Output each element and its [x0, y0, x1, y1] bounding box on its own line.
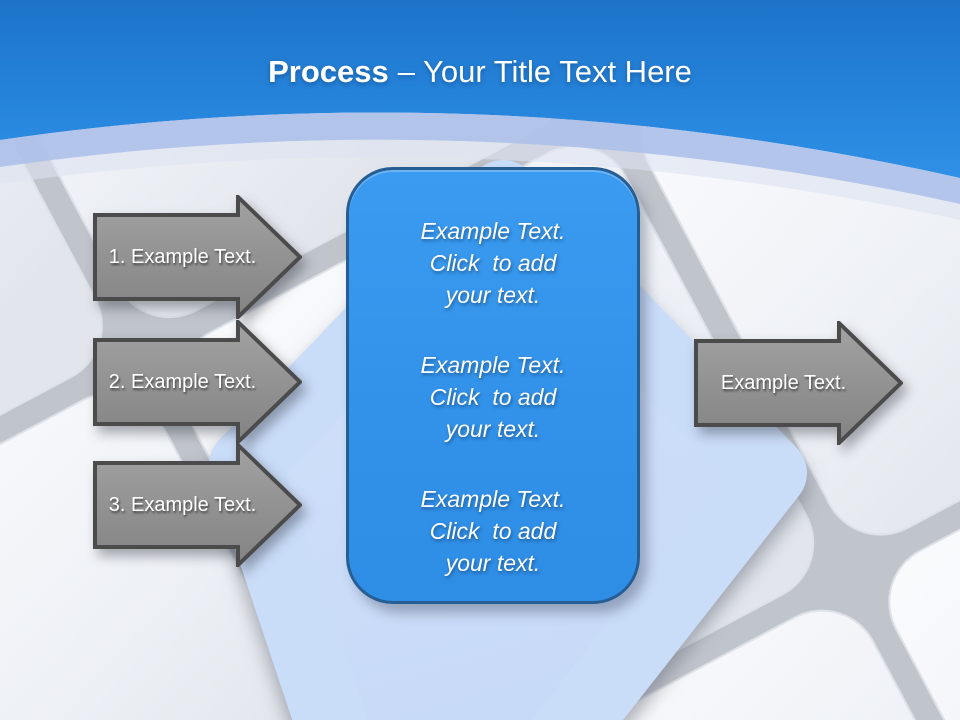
text-line: Example Text.: [420, 485, 566, 512]
step-1-label: 1. Example Text.: [108, 245, 257, 268]
right-arrow-icon: [93, 320, 302, 444]
title-keyword: Process: [268, 54, 389, 89]
right-arrow-icon: [93, 195, 302, 319]
header-swoosh: [0, 0, 960, 178]
step-2-label: 2. Example Text.: [108, 370, 257, 393]
swoosh-band: [0, 112, 960, 204]
text-line: Example Text.: [420, 351, 566, 378]
text-line: your text.: [445, 415, 541, 442]
output-label: Example Text.: [720, 371, 847, 394]
text-line: your text.: [445, 281, 541, 308]
title-subtitle: – Your Title Text Here: [397, 54, 692, 89]
swoosh-band-light: [0, 139, 960, 220]
text-line: Example Text.: [420, 217, 566, 244]
right-arrow-icon: [93, 443, 302, 567]
process-step-1-arrow[interactable]: 1. Example Text.: [93, 195, 302, 319]
text-line: Click to add: [429, 249, 557, 276]
slide-title[interactable]: Process– Your Title Text Here: [0, 53, 960, 91]
center-text-box[interactable]: Example Text. Click to add your text. Ex…: [346, 167, 640, 604]
text-line: Click to add: [429, 517, 557, 544]
example-text-block-2: Example Text. Click to add your text.: [421, 349, 566, 445]
text-line: your text.: [445, 549, 541, 576]
process-output-arrow[interactable]: Example Text.: [694, 321, 903, 445]
right-arrow-icon: [694, 321, 903, 445]
example-text-block-1: Example Text. Click to add your text.: [421, 215, 566, 311]
step-3-label: 3. Example Text.: [108, 493, 257, 516]
text-line: Click to add: [429, 383, 557, 410]
process-step-2-arrow[interactable]: 2. Example Text.: [93, 320, 302, 444]
example-text-block-3: Example Text. Click to add your text.: [421, 483, 566, 579]
process-step-3-arrow[interactable]: 3. Example Text.: [93, 443, 302, 567]
